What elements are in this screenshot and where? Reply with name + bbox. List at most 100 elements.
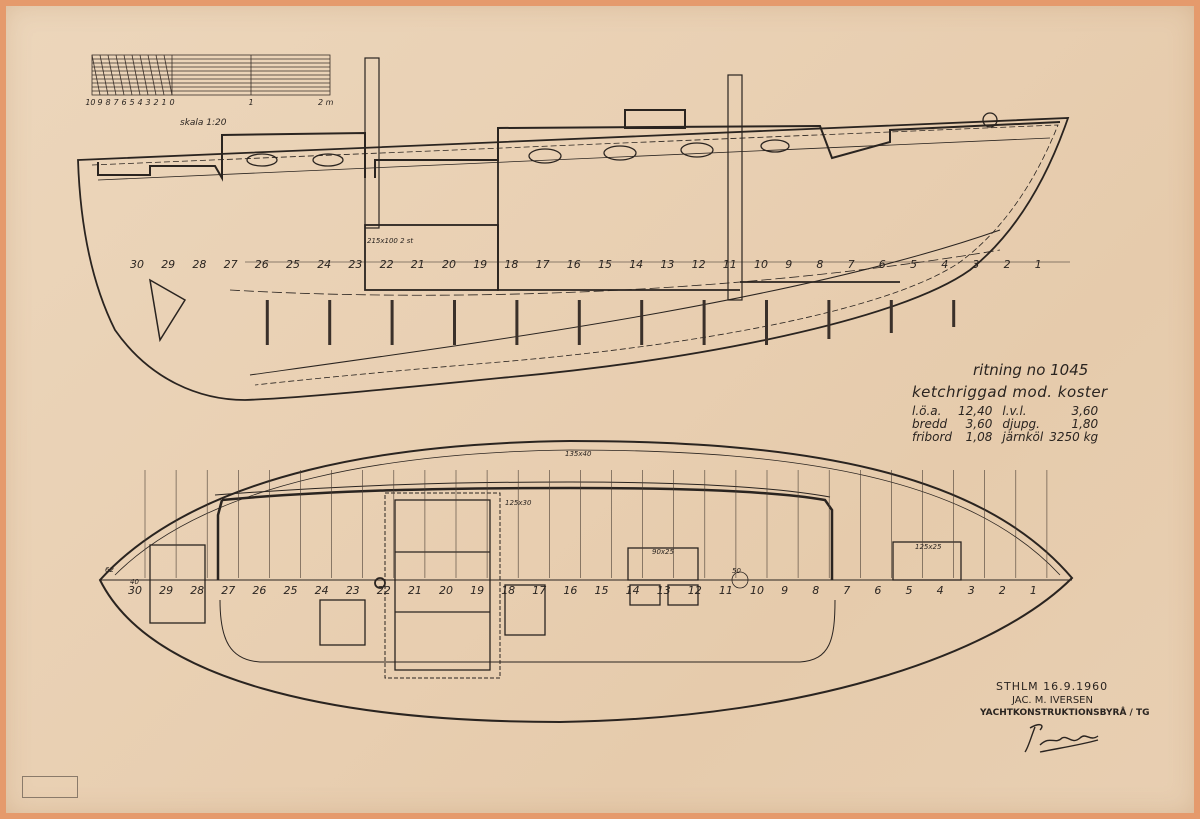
station-number: 18 [504,258,518,271]
station-number: 1 [1035,258,1042,271]
station-number: 5 [910,258,917,271]
spec-key: bredd [912,417,948,431]
station-number: 28 [190,584,204,597]
station-number: 18 [501,584,515,597]
station-number: 27 [221,584,235,597]
spec-key: l.ö.a. [912,404,942,418]
station-number: 25 [284,584,298,597]
scale-tick: 5 [129,98,134,107]
station-number: 1 [1030,584,1037,597]
station-number: 30 [128,584,142,597]
station-number: 6 [874,584,881,597]
station-number: 22 [380,258,394,271]
dim-label: 125x30 [505,499,532,507]
spec-value: 3,60 [965,417,993,431]
plan-frames [144,470,1048,578]
frame-mark [515,300,519,345]
station-number: 21 [408,584,422,597]
dim-label: 90x25 [652,548,675,556]
station-number: 11 [723,258,737,271]
spec-value: 1,80 [1071,417,1099,431]
station-number: 12 [692,258,706,271]
scale-tick: 3 [145,98,150,107]
dim-label: 125x25 [915,543,942,551]
frame-mark [390,300,394,345]
dim-label: 135x40 [565,450,592,458]
station-number: 9 [781,584,788,597]
station-number: 23 [346,584,360,597]
station-number: 24 [317,258,331,271]
frame-mark [640,300,644,345]
station-number: 19 [473,258,487,271]
station-number: 4 [941,258,948,271]
frame-mark [328,300,332,345]
station-number: 29 [159,584,173,597]
station-number: 25 [286,258,300,271]
station-number: 29 [161,258,175,271]
frame-mark [577,300,581,345]
dim-label: 50 [732,567,741,575]
frame-mark [702,300,706,345]
spec-key: järnköl [1002,430,1044,444]
scale-label: skala 1:20 [180,118,227,128]
scale-tick: 4 [137,98,142,107]
station-number: 6 [879,258,886,271]
dim-label: 40 [130,578,139,586]
station-number: 16 [563,584,577,597]
designer-name: JAC. M. IVERSEN [1012,695,1093,706]
scale-tick: 10 [85,98,95,107]
station-number: 10 [754,258,768,271]
station-number: 27 [224,258,238,271]
station-number: 24 [315,584,329,597]
spec-value: 3,60 [1071,404,1099,418]
frame-mark [952,300,956,327]
station-number: 5 [906,584,913,597]
dim-label: 62 [105,566,114,574]
station-number: 11 [719,584,733,597]
office-name: YACHTKONSTRUKTIONSBYRÅ / TG [980,708,1150,718]
plan-dimension-labels: 125x30 135x40 90x25 125x25 50 40 62 [105,450,942,586]
station-number: 9 [785,258,792,271]
scale-tick: 7 [113,98,119,107]
station-number: 13 [660,258,674,271]
station-number: 26 [255,258,269,271]
spec-key: djupg. [1002,417,1040,431]
station-number: 7 [843,584,850,597]
station-number: 28 [192,258,206,271]
station-number: 7 [848,258,855,271]
station-number: 23 [348,258,362,271]
station-number: 20 [442,258,456,271]
side-label: 215x100 2 st [367,237,413,245]
scale-tick: 1 [161,98,166,107]
place-date: STHLM 16.9.1960 [996,680,1109,693]
signature-mark [1024,723,1099,753]
station-number: 12 [688,584,702,597]
station-number: 13 [657,584,671,597]
station-number: 14 [629,258,643,271]
station-number: 15 [598,258,612,271]
spec-value: 1,08 [965,430,993,444]
plan-view [98,439,1074,724]
station-number: 20 [439,584,453,597]
station-number: 8 [816,258,823,271]
frame-mark [889,300,893,333]
station-number: 2 [1004,258,1011,271]
scale-tick: 1 [248,98,253,107]
station-number: 10 [750,584,764,597]
archive-stamp [22,776,78,798]
scale-tick: 8 [105,98,110,107]
spec-key: l.v.l. [1002,404,1027,418]
station-number: 14 [626,584,640,597]
scale-tick: 9 [97,98,102,107]
scale-bar [91,54,331,96]
station-number: 26 [252,584,266,597]
frame-mark [265,300,269,345]
scale-tick: 2 m [318,98,334,107]
